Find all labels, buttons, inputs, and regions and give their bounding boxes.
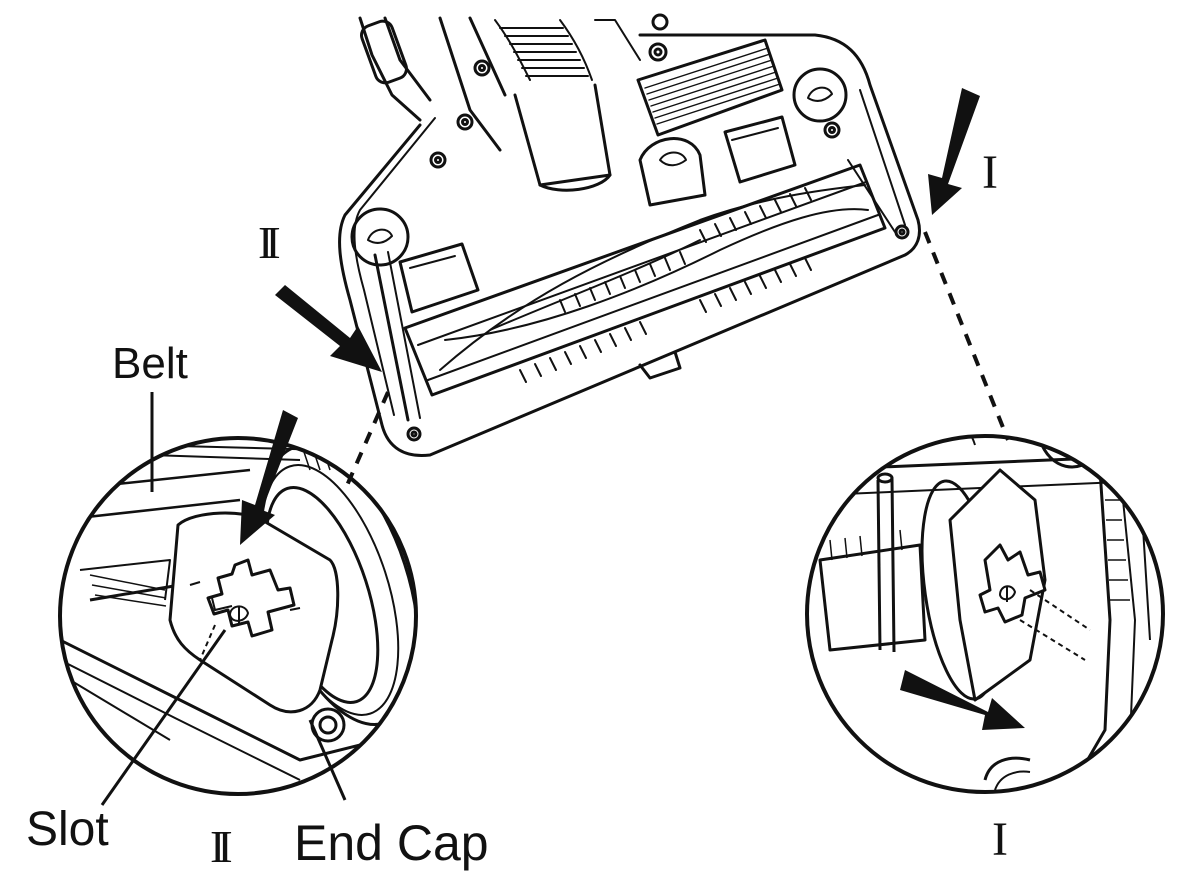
belt-label: Belt: [112, 339, 188, 388]
arrow-icon: [240, 410, 298, 545]
marker-ii-bottom: II: [210, 821, 231, 872]
arrow-icon: [928, 88, 980, 215]
detail-view-right: [805, 434, 1165, 794]
leader-lines: [100, 392, 347, 806]
detail-view-left: [58, 410, 418, 796]
arrow-icon: [900, 670, 1025, 730]
marker-ii-top: II: [258, 217, 279, 268]
end-cap-label: End Cap: [294, 815, 489, 871]
marker-i-top: I: [982, 146, 998, 199]
marker-i-bottom: I: [992, 813, 1008, 866]
zoom-connector-left: [343, 391, 390, 491]
arrow-icon: [275, 285, 382, 372]
slot-label: Slot: [26, 803, 109, 856]
zoom-connector-right: [923, 231, 1010, 441]
vacuum-brush-head: [338, 13, 921, 458]
